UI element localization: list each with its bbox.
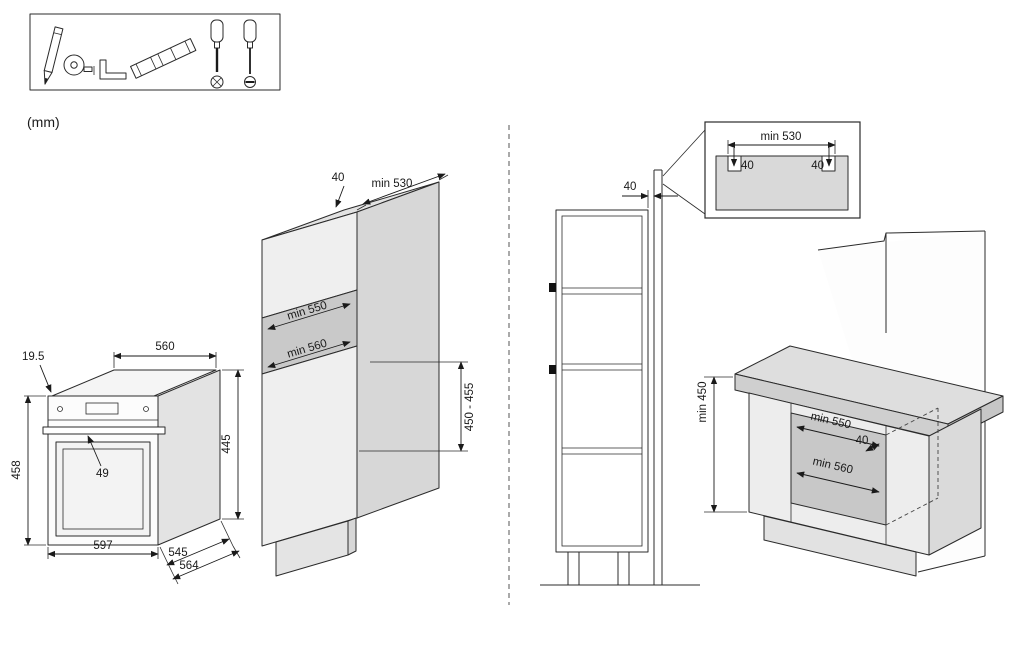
top-detail-view: min 530 40 40	[704, 121, 861, 219]
hinge-mark-bottom	[549, 365, 556, 374]
oven-handle	[42, 426, 166, 435]
callout-line-bottom	[662, 183, 706, 215]
hex-key-icon	[99, 59, 127, 80]
oven-knob-left	[57, 406, 63, 412]
base-cabinet-plinth	[763, 515, 917, 577]
spirit-level-icon	[130, 38, 197, 79]
dim-oven-handle-clearance: 49	[96, 468, 109, 480]
dim-detail-right-gap: 40	[811, 160, 824, 172]
dim-column-rear-gap: 40	[332, 172, 345, 184]
hinge-mark-top	[549, 283, 556, 292]
tape-measure-icon	[63, 54, 95, 76]
tools-box-frame	[29, 13, 281, 91]
tall-column-view: min 550 min 560 40 min 530 450 - 455	[261, 172, 476, 577]
column-lower-front	[261, 345, 358, 547]
section-leg-right	[617, 551, 630, 586]
column-side-face	[356, 181, 440, 519]
callout-line-top	[662, 129, 706, 177]
pencil-icon	[43, 26, 64, 85]
side-section-view: 40	[540, 129, 706, 586]
flat-screwdriver-icon	[210, 19, 224, 89]
dim-section-rear-gap: 40	[624, 181, 637, 193]
dim-column-niche-height-range: 450 - 455	[464, 383, 476, 432]
dim-oven-front-offset: 19.5	[22, 351, 44, 363]
dim-oven-overall-depth: 564	[179, 560, 199, 572]
oven-knob-right	[143, 406, 149, 412]
units-label: (mm)	[27, 114, 60, 130]
column-plinth-side	[347, 517, 357, 556]
oven-side-face	[157, 369, 221, 546]
detail-left-notch	[727, 155, 742, 172]
section-leg-left	[567, 551, 580, 586]
dim-oven-front-width: 597	[93, 540, 112, 552]
dim-oven-carcass-height: 445	[221, 434, 233, 453]
section-cabinet-outline	[555, 209, 649, 553]
phillips-screwdriver-icon	[243, 19, 257, 88]
tools-box	[29, 13, 281, 91]
oven-door	[55, 441, 151, 537]
dim-oven-overall-height: 458	[11, 460, 23, 479]
dim-base-niche-height: min 450	[697, 382, 709, 423]
dim-base-rear-gap: 40	[856, 435, 869, 447]
base-cabinet-side	[928, 408, 982, 556]
dim-detail-left-gap: 40	[741, 160, 754, 172]
wall-top-edge	[817, 230, 986, 251]
dim-column-top-clearance: min 530	[372, 178, 413, 190]
oven-display	[85, 402, 119, 415]
oven-door-window	[62, 448, 144, 530]
dim-oven-carcass-depth: 545	[168, 547, 187, 559]
oven-view: 19.5 560 458 49 445 597 545 564	[11, 341, 244, 585]
dim-oven-carcass-width: 560	[155, 341, 174, 353]
dim-detail-cutout-width: min 530	[761, 131, 802, 143]
base-cabinet-view: min 450 min 550 40 min 560	[697, 230, 1004, 577]
